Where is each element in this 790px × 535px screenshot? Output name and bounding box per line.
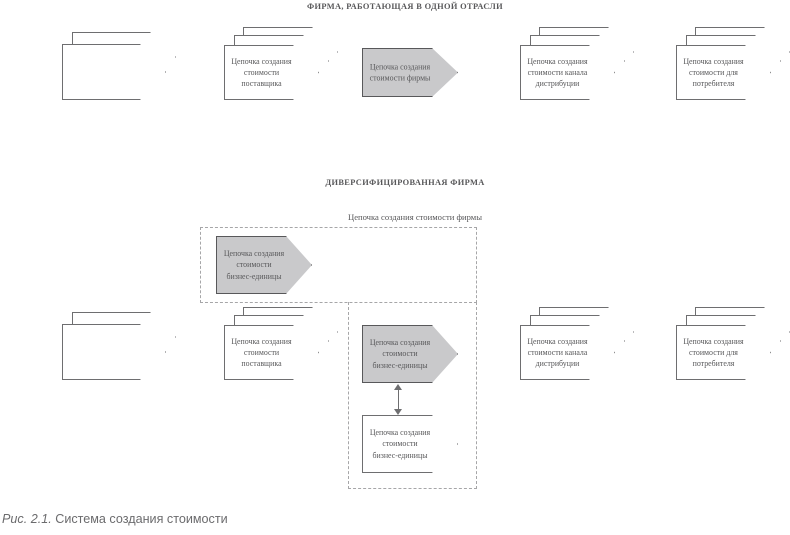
dashed-group-box-lower (348, 302, 477, 489)
chevron-label: Цепочка создания стоимости для потребите… (683, 56, 744, 89)
dashed-group-label-firm-value-chain: Цепочка создания стоимости фирмы (347, 212, 483, 222)
arrow-shaft (397, 389, 400, 410)
dashed-group-box-upper (200, 227, 477, 303)
chevron-front-industry-firm[interactable]: Цепочка создания стоимости фирмы (362, 48, 458, 97)
figure-caption: Рис. 2.1. Система создания стоимости (2, 512, 228, 526)
arrow-head-down (394, 409, 402, 415)
chevron-label: Цепочка создания стоимости поставщика (231, 336, 292, 369)
chevron-label: Цепочка создания стоимости для потребите… (683, 336, 744, 369)
arrow-head-up (394, 384, 402, 390)
section-title-diversified-firm: ДИВЕРСИФИЦИРОВАННАЯ ФИРМА (325, 178, 485, 187)
figure-caption-text: Система создания стоимости (55, 512, 228, 526)
double-headed-arrow-icon (394, 384, 403, 415)
chevron-label: Цепочка создания стоимости бизнес-единиц… (223, 249, 285, 281)
section-title-single-industry-firm: ФИРМА, РАБОТАЮЩАЯ В ОДНОЙ ОТРАСЛИ (306, 2, 503, 11)
figure-number: Рис. 2.1. (2, 512, 52, 526)
chevron-label: Цепочка создания стоимости канала дистри… (527, 56, 588, 89)
chevron-label: Цепочка создания стоимости бизнес-единиц… (369, 338, 431, 370)
chevron-front-diversified-upstream[interactable] (62, 324, 166, 380)
chevron-label: Цепочка создания стоимости бизнес-единиц… (369, 428, 431, 460)
chevron-label: Цепочка создания стоимости поставщика (231, 56, 292, 89)
chevron-label: Цепочка создания стоимости канала дистри… (527, 336, 588, 369)
chevron-label: Цепочка создания стоимости фирмы (369, 62, 431, 83)
